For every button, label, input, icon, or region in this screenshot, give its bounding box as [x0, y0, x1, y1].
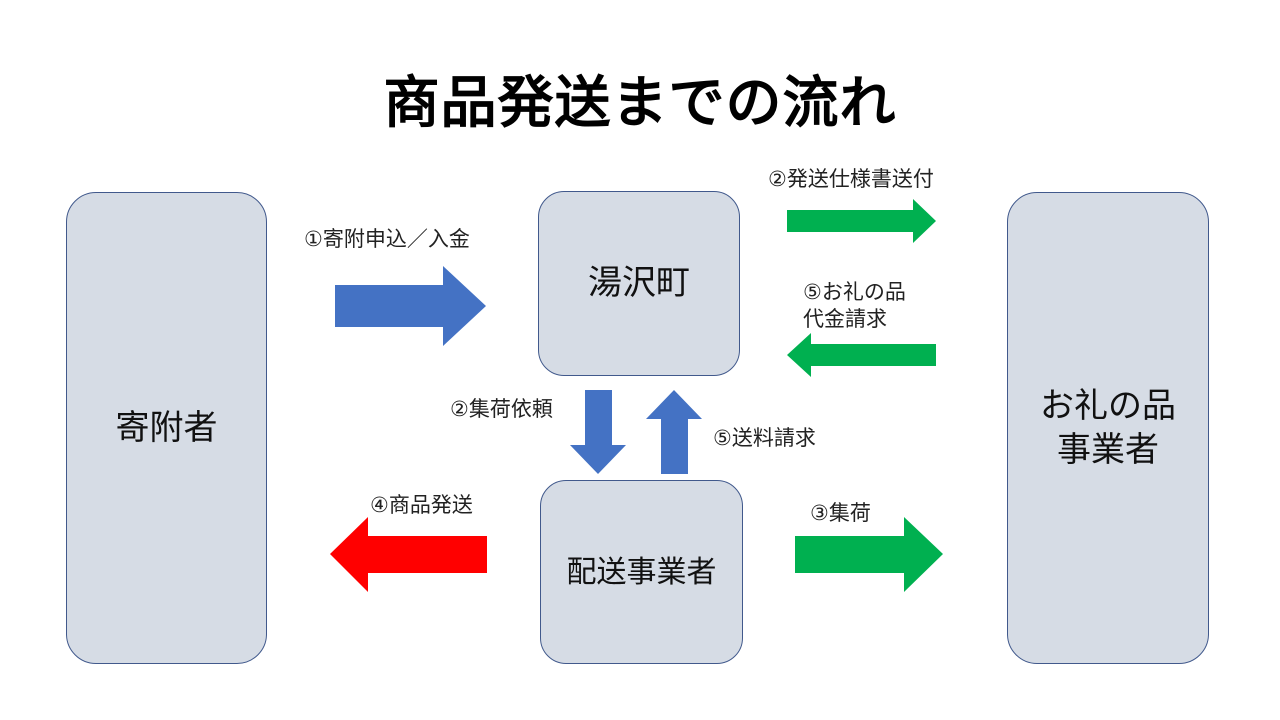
carrier-label: 配送事業者: [566, 554, 717, 590]
arrow-shipping: [330, 517, 487, 592]
arrow-pickup: [795, 517, 943, 592]
label-step5-shipping-billing: ⑤送料請求: [713, 426, 816, 450]
label-step1-application: ①寄附申込／入金: [304, 227, 470, 251]
town-box: 湯沢町: [538, 191, 740, 376]
arrow-application: [335, 266, 486, 346]
label-step3-pickup: ③集荷: [810, 501, 871, 525]
label-step4-shipping: ④商品発送: [370, 493, 473, 517]
carrier-box: 配送事業者: [540, 480, 743, 664]
label-step5-gift-billing: ⑤お礼の品 代金請求: [803, 280, 906, 332]
supplier-box: お礼の品 事業者: [1007, 192, 1209, 664]
arrow-gift-billing: [787, 333, 936, 377]
arrow-shipping-billing: [646, 390, 702, 474]
label-step2-pickup-request: ②集荷依頼: [450, 397, 553, 421]
supplier-label: お礼の品 事業者: [1040, 385, 1176, 470]
arrow-spec: [787, 199, 936, 243]
donor-label: 寄附者: [115, 407, 218, 448]
town-label: 湯沢町: [588, 263, 690, 304]
diagram-title: 商品発送までの流れ: [383, 71, 897, 136]
label-step2-spec: ②発送仕様書送付: [768, 167, 934, 191]
donor-box: 寄附者: [66, 192, 267, 664]
arrow-pickup-request: [570, 390, 626, 474]
